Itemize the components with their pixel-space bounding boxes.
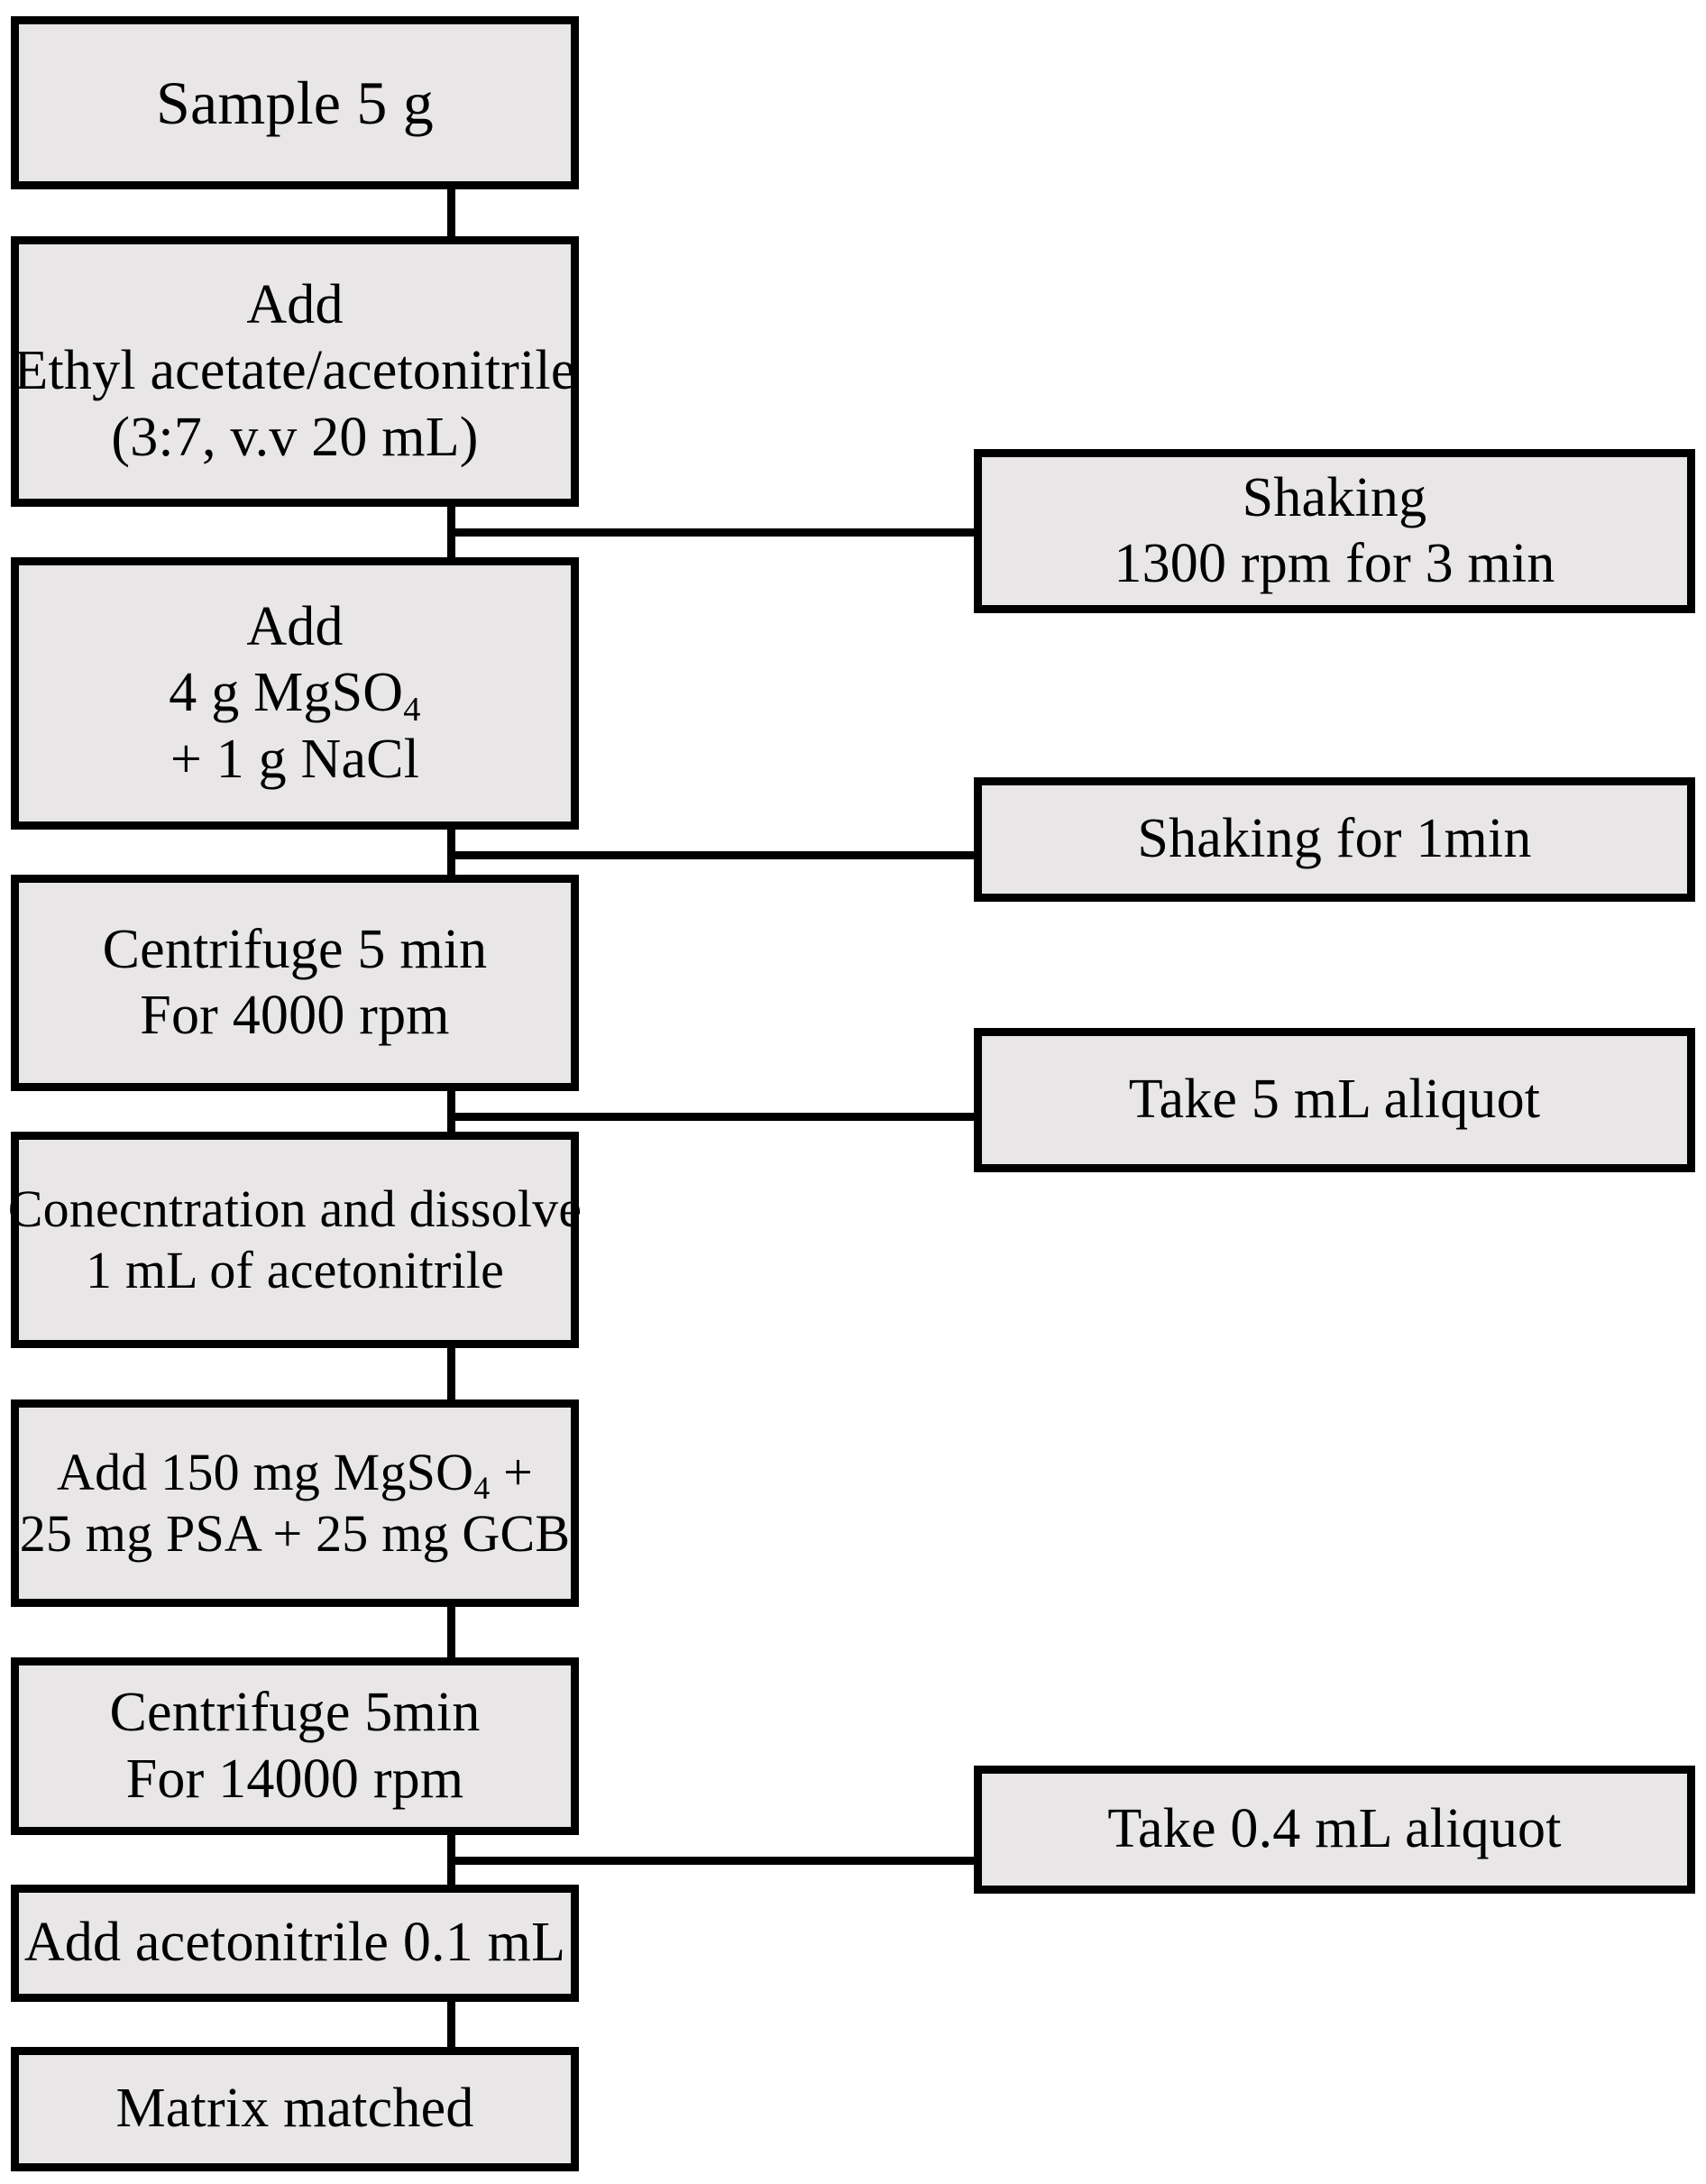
connector-concentrate-to-dspe [447, 1344, 455, 1404]
connector-centrifuge-1-to-concentrate [447, 1087, 455, 1136]
step-line: 4 g MgSO4 [169, 662, 421, 730]
annotation-line: Take 5 mL aliquot [1128, 1069, 1541, 1131]
connector-add-acetonitrile-to-matrix-matched [447, 1997, 455, 2051]
annotation-box-shaking-1300: Shaking 1300 rpm for 3 min [974, 449, 1695, 613]
step-line: 1 mL of acetonitrile [85, 1241, 505, 1299]
step-line: For 14000 rpm [125, 1748, 464, 1810]
step-box-add-acetonitrile: Add acetonitrile 0.1 mL [11, 1885, 579, 2002]
step-box-centrifuge-1: Centrifuge 5 min For 4000 rpm [11, 875, 579, 1091]
step-line: Conecntration and dissolve [7, 1179, 582, 1238]
connector-dspe-to-centrifuge-2 [447, 1602, 455, 1662]
step-box-matrix-matched: Matrix matched [11, 2047, 579, 2171]
annotation-box-take-0-4ml: Take 0.4 mL aliquot [974, 1766, 1695, 1894]
step-box-add-salts: Add 4 g MgSO4 + 1 g NaCl [11, 557, 579, 830]
step-line: 25 mg PSA + 25 mg GCB [19, 1504, 571, 1563]
annotation-line: 1300 rpm for 3 min [1114, 533, 1555, 594]
connector-to-shaking-1min [447, 851, 979, 859]
step-line: Sample 5 g [156, 68, 434, 137]
annotation-line: Shaking for 1min [1137, 808, 1532, 870]
annotation-box-shaking-1min: Shaking for 1min [974, 777, 1695, 902]
step-box-sample: Sample 5 g [11, 16, 579, 189]
step-box-concentrate: Conecntration and dissolve 1 mL of aceto… [7, 1132, 582, 1348]
annotation-line: Take 0.4 mL aliquot [1107, 1798, 1562, 1860]
connector-to-take-0-4ml [447, 1857, 979, 1865]
annotation-line: Shaking [1242, 466, 1427, 528]
connector-sample-to-add-solvent [447, 185, 455, 241]
step-line: Add [246, 274, 344, 336]
step-box-centrifuge-2: Centrifuge 5min For 14000 rpm [11, 1657, 579, 1835]
connector-to-take-5ml [447, 1113, 979, 1121]
step-line: (3:7, v.v 20 mL) [111, 406, 479, 468]
step-line: Centrifuge 5min [109, 1682, 481, 1744]
step-line: Add [246, 596, 344, 658]
step-line: Centrifuge 5 min [102, 918, 488, 980]
step-line: Matrix matched [115, 2078, 474, 2140]
step-line: Add 150 mg MgSO4 + [56, 1442, 534, 1506]
step-line: For 4000 rpm [140, 985, 450, 1046]
step-line: + 1 g NaCl [170, 728, 420, 790]
step-box-dspe-cleanup: Add 150 mg MgSO4 + 25 mg PSA + 25 mg GCB [11, 1399, 579, 1607]
step-line: Ethyl acetate/acetonitrile [14, 340, 576, 402]
annotation-box-take-5ml: Take 5 mL aliquot [974, 1028, 1695, 1172]
step-line: Add acetonitrile 0.1 mL [23, 1912, 566, 1974]
step-box-add-solvent: Add Ethyl acetate/acetonitrile (3:7, v.v… [11, 236, 579, 507]
connector-to-shaking-1300 [447, 528, 979, 537]
